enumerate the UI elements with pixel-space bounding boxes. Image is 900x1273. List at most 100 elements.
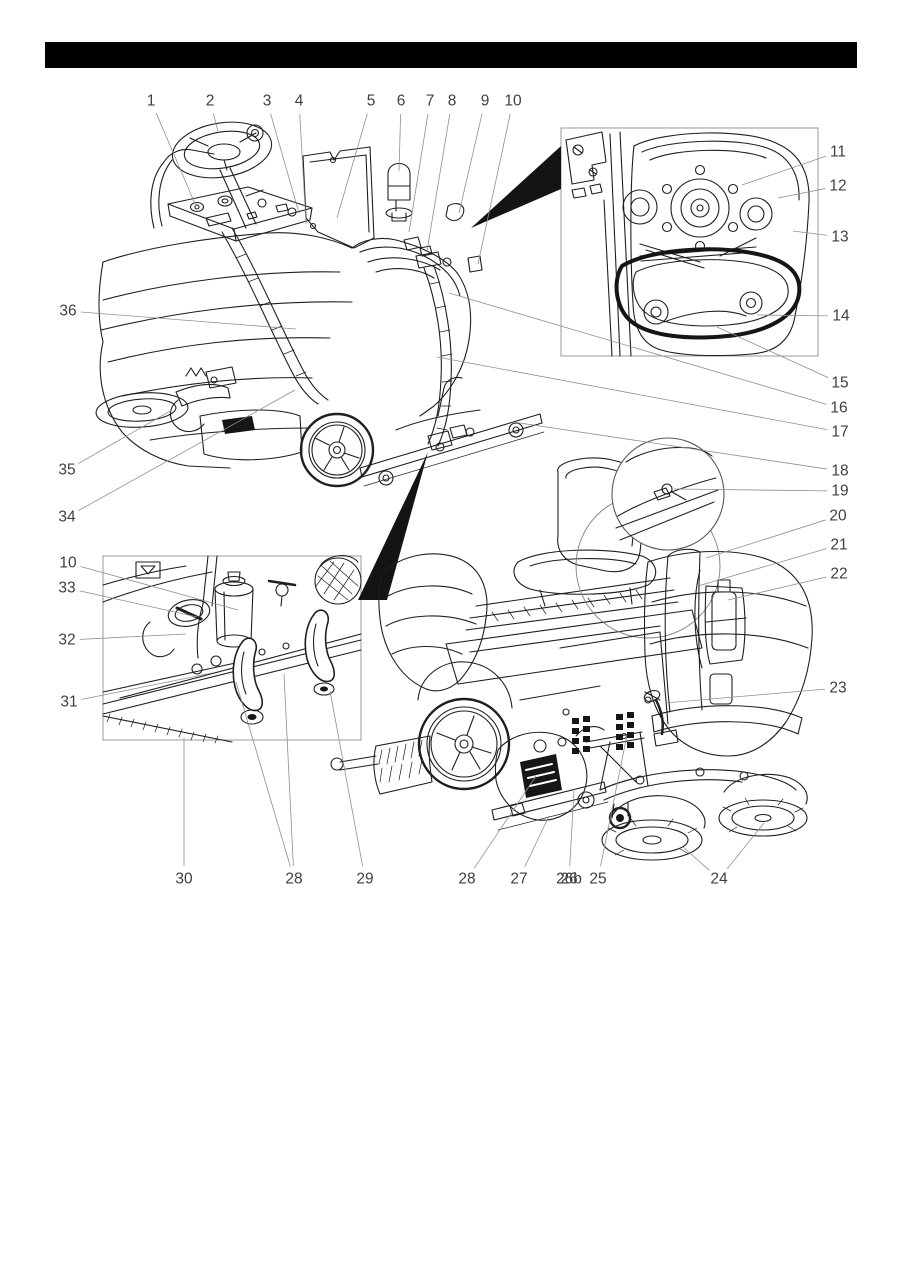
callout-label-26-25: 26 bbox=[560, 871, 577, 888]
leader-line-24 bbox=[681, 845, 710, 871]
zoom-pointer-wedge-top bbox=[471, 146, 561, 228]
leader-line-32 bbox=[79, 633, 187, 640]
callout-label-30-31: 30 bbox=[175, 871, 193, 888]
leader-line-16 bbox=[448, 292, 827, 405]
callout-label-10-9: 10 bbox=[504, 93, 522, 110]
callout-label-9-8: 9 bbox=[481, 93, 490, 110]
callout-label-17-16: 17 bbox=[831, 424, 848, 441]
callout-label-26b-28: 26b bbox=[556, 871, 582, 888]
leader-line-35 bbox=[78, 409, 173, 464]
leader-line-21 bbox=[697, 548, 827, 587]
tank-detail-inset bbox=[560, 127, 819, 357]
recovery-tank-drawing bbox=[351, 203, 483, 417]
callout-label-27-26: 27 bbox=[510, 871, 527, 888]
callout-label-3-2: 3 bbox=[263, 93, 272, 110]
leader-line-27 bbox=[524, 815, 550, 868]
callout-label-28-29: 28 bbox=[285, 871, 302, 888]
callout-label-5-4: 5 bbox=[367, 93, 376, 110]
steering-wheel-drawing bbox=[171, 121, 273, 229]
callout-label-36-38: 36 bbox=[59, 303, 76, 320]
callout-label-16-15: 16 bbox=[830, 400, 847, 417]
callout-label-24-23: 24 bbox=[710, 871, 728, 888]
zoom-pointer-wedge-bottom bbox=[358, 452, 428, 600]
callout-label-4-3: 4 bbox=[295, 93, 304, 110]
callout-label-25-24: 25 bbox=[589, 871, 606, 888]
scrub-deck-drawing bbox=[491, 726, 649, 831]
leader-line-17 bbox=[436, 356, 828, 431]
leader-line-13 bbox=[792, 230, 828, 236]
leader-line-9 bbox=[458, 113, 483, 214]
callout-label-23-22: 23 bbox=[829, 680, 846, 697]
callout-label-34-36: 34 bbox=[58, 509, 76, 526]
vent-grille-drawing bbox=[519, 631, 669, 754]
callout-label-21-20: 21 bbox=[830, 537, 847, 554]
leader-line-22 bbox=[727, 576, 827, 601]
brush-deck-drawing bbox=[95, 366, 303, 461]
leader-line-4 bbox=[299, 113, 307, 225]
leader-line-1 bbox=[155, 112, 197, 207]
callout-label-7-6: 7 bbox=[426, 93, 435, 110]
callout-label-11-10: 11 bbox=[830, 144, 846, 161]
seat-latch-zoom-bubble bbox=[611, 437, 725, 551]
leader-line-23 bbox=[664, 688, 826, 704]
leader-line-5 bbox=[336, 113, 368, 219]
callout-label-32-33: 32 bbox=[58, 632, 75, 649]
callout-label-19-18: 19 bbox=[831, 483, 848, 500]
front-shroud-drawing bbox=[643, 550, 813, 757]
callout-label-13-12: 13 bbox=[831, 229, 848, 246]
leader-line-10 bbox=[80, 566, 239, 611]
machine-body-drawing bbox=[98, 232, 353, 469]
leader-line-12 bbox=[777, 188, 826, 199]
callout-label-28-27: 28 bbox=[458, 871, 475, 888]
rear-wheel-drawing bbox=[299, 412, 375, 488]
callout-label-22-21: 22 bbox=[830, 566, 847, 583]
leader-line-33 bbox=[79, 590, 198, 618]
callout-label-29-30: 29 bbox=[356, 871, 373, 888]
operator-console-drawing bbox=[150, 148, 313, 242]
front-wheel-drawing bbox=[417, 697, 511, 791]
callout-label-33-34: 33 bbox=[58, 580, 75, 597]
callout-label-15-14: 15 bbox=[831, 375, 848, 392]
callout-label-2-1: 2 bbox=[206, 93, 215, 110]
callout-label-31-32: 31 bbox=[60, 694, 77, 711]
side-brush-drawing bbox=[599, 767, 808, 861]
side-roller-brush-drawing bbox=[330, 735, 433, 795]
leader-line-29 bbox=[329, 690, 364, 867]
callout-label-35-37: 35 bbox=[58, 462, 75, 479]
leader-line-26 bbox=[569, 790, 575, 867]
seat-drawing bbox=[513, 457, 657, 607]
callout-label-8-7: 8 bbox=[448, 93, 457, 110]
leader-line-14 bbox=[756, 314, 829, 317]
callout-label-1-0: 1 bbox=[147, 93, 156, 110]
squeegee-detail-inset bbox=[102, 555, 362, 744]
leader-line-11 bbox=[741, 155, 826, 186]
squeegee-bar-drawing bbox=[359, 376, 545, 487]
callout-label-6-5: 6 bbox=[397, 93, 406, 110]
leader-line-31 bbox=[81, 672, 213, 700]
leader-line-36 bbox=[80, 311, 297, 330]
leader-line-28 bbox=[235, 681, 291, 867]
front-hood-drawing bbox=[378, 553, 513, 709]
leader-line-8 bbox=[426, 113, 451, 252]
callout-label-18-17: 18 bbox=[831, 463, 848, 480]
leader-line-28 bbox=[473, 775, 537, 869]
leader-line-6 bbox=[398, 113, 402, 172]
beacon-lamp-drawing bbox=[385, 162, 413, 222]
leader-line-3 bbox=[270, 113, 300, 214]
hose-band-drawing bbox=[221, 227, 329, 405]
leader-line-18 bbox=[512, 421, 828, 470]
release-lever-drawing bbox=[643, 690, 679, 747]
callout-label-14-13: 14 bbox=[832, 308, 850, 325]
leader-line-19 bbox=[673, 488, 828, 492]
leader-line-2 bbox=[212, 113, 219, 132]
callout-label-12-11: 12 bbox=[829, 178, 846, 195]
leader-line-15 bbox=[716, 326, 829, 378]
machine-front-right-view-drawing bbox=[330, 437, 813, 861]
leader-line-25 bbox=[600, 734, 628, 867]
leader-line-7 bbox=[408, 113, 429, 233]
suction-hose-drawing bbox=[415, 251, 453, 447]
redacted-title-bar bbox=[45, 42, 857, 68]
leader-line-20 bbox=[705, 519, 826, 559]
